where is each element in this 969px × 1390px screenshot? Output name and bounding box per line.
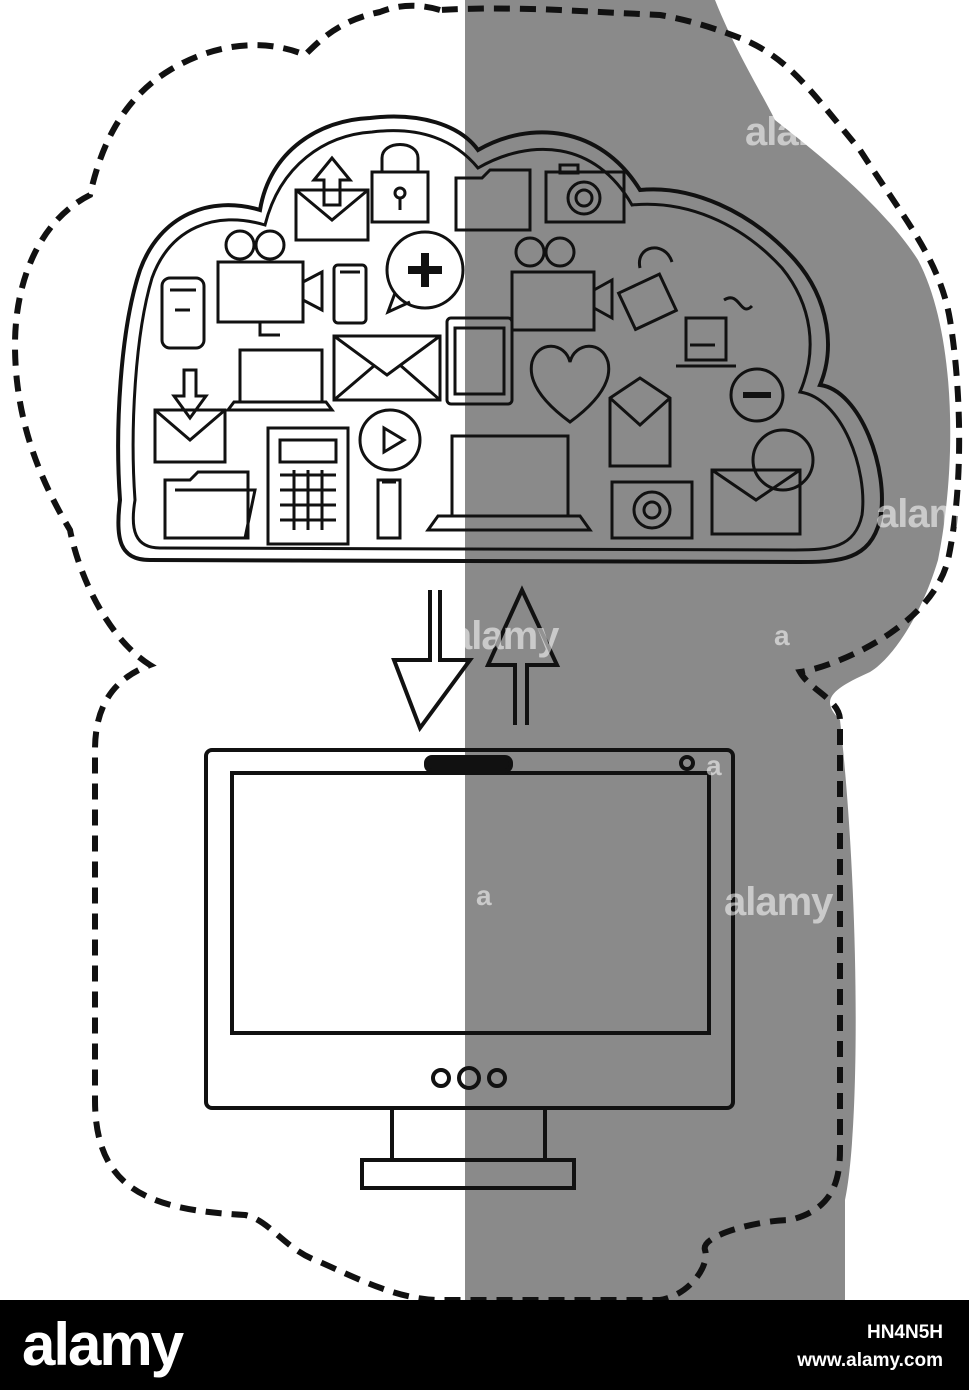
monitor-frame	[204, 748, 735, 1110]
watermark-text: a	[706, 750, 722, 781]
open-folder-icon	[163, 470, 257, 540]
sticker-shadow	[465, 0, 951, 1300]
padlock-icon	[370, 143, 430, 224]
video-camera-right-icon	[510, 236, 614, 332]
sticker-dashed-outline	[11, 2, 963, 1300]
mobile-device-icon	[676, 296, 754, 368]
mail-download-icon	[153, 368, 227, 464]
smartphone-icon	[332, 263, 368, 325]
monitor-base	[360, 1158, 576, 1190]
cloud-icons	[153, 143, 815, 546]
plus-bubble-icon	[385, 230, 465, 315]
heart-icon	[529, 344, 611, 424]
open-mail-icon	[608, 376, 672, 468]
camera-icon	[544, 163, 626, 224]
alamy-logo: alamy	[22, 1311, 184, 1378]
cloud-computing-illustration	[11, 0, 963, 1300]
monitor-button-icon	[487, 1068, 507, 1088]
upload-arrow-icon	[484, 585, 561, 725]
watermark-text: alamy	[724, 880, 833, 924]
watermark-text: alamy	[450, 614, 559, 658]
mail-chat-icon	[710, 428, 815, 536]
desktop-monitor	[204, 748, 735, 1190]
unlocked-padlock-icon	[616, 246, 679, 332]
image-id: HN4N5H	[866, 1322, 943, 1343]
power-led-icon	[679, 755, 695, 771]
cloud-inner-outline	[131, 129, 865, 552]
minus-bubble-icon	[729, 367, 785, 423]
play-bubble-icon	[358, 408, 422, 540]
webcam-icon	[424, 755, 513, 773]
watermark-text: alam	[745, 110, 833, 154]
folder-icon	[454, 168, 532, 232]
monitor-button-icon	[431, 1068, 451, 1088]
site-url: www.alamy.com	[797, 1350, 943, 1371]
mail-upload-icon	[294, 155, 370, 242]
laptop-large-icon	[425, 434, 593, 532]
video-camera-icon	[216, 229, 324, 337]
download-arrow-icon	[391, 590, 474, 733]
camera-small-icon	[610, 480, 694, 540]
footer-bar: alamy HN4N5H www.alamy.com	[0, 1300, 969, 1390]
watermark-text: a	[774, 620, 790, 651]
coffee-maker-icon	[160, 276, 206, 350]
watermark-text: alam	[876, 492, 964, 536]
tablet-icon	[445, 316, 514, 406]
mail-icon	[332, 334, 442, 402]
watermark-text: a	[476, 880, 492, 911]
shadow-bottom-fill	[465, 1200, 845, 1300]
monitor-button-icon	[457, 1066, 481, 1090]
cloud-outer-outline	[116, 114, 884, 565]
calculator-icon	[266, 426, 350, 546]
laptop-icon	[225, 348, 335, 412]
sync-arrows	[391, 585, 561, 733]
